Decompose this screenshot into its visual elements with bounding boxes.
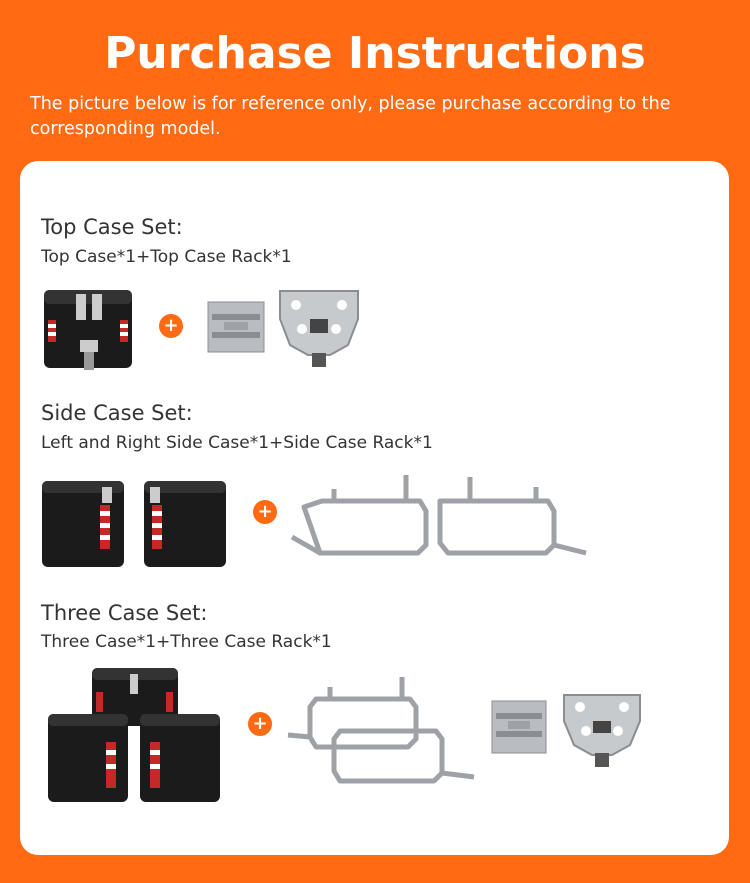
product-card: Top Case Set: Top Case*1+Top Case Rack*1… (20, 161, 729, 855)
section-desc-top-case: Top Case*1+Top Case Rack*1 (41, 247, 292, 267)
plus-icon: + (159, 314, 183, 338)
plus-icon: + (253, 500, 277, 524)
three-side-rack-image (287, 677, 475, 784)
section-title-side-case: Side Case Set: (41, 401, 193, 425)
plus-icon: + (248, 712, 272, 736)
three-rack-plate-image (491, 700, 547, 754)
section-title-top-case: Top Case Set: (41, 215, 183, 239)
page-title: Purchase Instructions (104, 28, 646, 79)
section-desc-three-case: Three Case*1+Three Case Rack*1 (41, 632, 332, 652)
three-top-rack-image (563, 694, 641, 767)
three-cases-image (48, 668, 220, 802)
section-desc-side-case: Left and Right Side Case*1+Side Case Rac… (41, 433, 433, 453)
side-rack-image (290, 475, 587, 556)
top-case-image (44, 290, 132, 370)
section-title-three-case: Three Case Set: (41, 601, 208, 625)
page-subtitle: The picture below is for reference only,… (30, 94, 671, 139)
side-cases-image (42, 481, 226, 567)
top-rack-image (279, 290, 359, 367)
top-rack-plate-image (207, 301, 265, 353)
